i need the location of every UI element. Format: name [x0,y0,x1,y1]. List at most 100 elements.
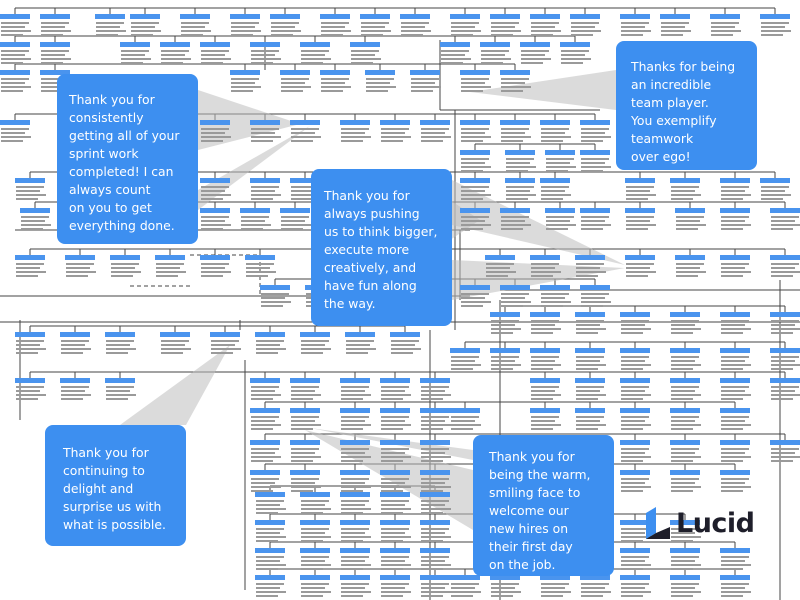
org-card [545,150,576,172]
callout-delight: Thank you for continuing to delight and … [45,425,186,546]
callout-pointer [120,345,230,425]
org-card [460,150,491,172]
org-card [625,208,656,230]
org-card [290,470,321,492]
org-card [250,178,281,200]
org-card [500,208,531,230]
callout-team-player: Thanks for being an incredible team play… [616,41,757,170]
org-card [340,440,371,462]
org-card [620,408,651,430]
org-card [290,378,321,400]
lucid-logo-icon [646,507,670,539]
org-card [450,14,481,36]
org-card [380,408,411,430]
callout-pointer [470,70,616,110]
org-card [560,42,591,64]
org-card [15,255,46,277]
org-card [575,348,606,370]
org-card [540,285,571,307]
org-card [500,285,531,307]
org-card [770,312,800,334]
org-card [720,208,751,230]
org-card [720,312,751,334]
org-card [180,14,211,36]
callout-team-player-text: Thanks for being an incredible team play… [631,59,736,164]
org-card [760,178,791,200]
org-card [230,70,261,92]
org-card [200,208,231,230]
callout-delight-text: Thank you for continuing to delight and … [63,445,166,532]
org-card [580,575,611,597]
org-card [320,70,351,92]
org-card [460,208,491,230]
org-card [360,14,391,36]
callout-sprint: Thank you for consistently getting all o… [57,74,198,244]
org-card [0,120,31,142]
org-card [105,332,136,354]
org-card [40,42,71,64]
org-card [670,575,701,597]
org-card [670,348,701,370]
org-card [250,408,281,430]
org-card [720,348,751,370]
org-card [200,178,231,200]
org-card [320,14,351,36]
org-card [0,42,31,64]
org-card [255,332,286,354]
org-card [575,312,606,334]
org-card [460,120,491,142]
org-card [770,440,800,462]
org-card [420,492,451,514]
org-card [520,42,551,64]
org-card [120,42,151,64]
org-card [200,42,231,64]
org-card [250,470,281,492]
org-card [490,312,521,334]
org-card [230,14,261,36]
org-card [485,255,516,277]
callout-warm-face-text: Thank you for being the warm, smiling fa… [489,449,591,572]
org-card [530,312,561,334]
org-card [250,378,281,400]
org-card [110,255,141,277]
org-card [625,255,656,277]
org-card [365,70,396,92]
org-card [770,208,800,230]
org-card [620,440,651,462]
org-card [670,520,701,542]
org-card [670,312,701,334]
org-card [380,520,411,542]
callout-pointer [452,180,625,265]
org-card [210,332,241,354]
org-card [545,208,576,230]
org-card [530,408,561,430]
org-card [300,492,331,514]
org-card [670,178,701,200]
org-card [340,120,371,142]
org-card [575,408,606,430]
org-card [420,548,451,570]
org-card [500,120,531,142]
org-card [345,332,376,354]
org-card [380,378,411,400]
org-card [105,378,136,400]
org-card [160,332,191,354]
org-card [250,120,281,142]
org-card [460,70,491,92]
org-card [20,208,51,230]
org-card [770,255,800,277]
org-card [60,378,91,400]
callout-warm-face: Thank you for being the warm, smiling fa… [473,435,614,576]
org-cards [0,14,800,597]
org-card [575,255,606,277]
org-card [540,575,571,597]
callout-sprint-text: Thank you for consistently getting all o… [69,92,180,233]
org-card [420,520,451,542]
org-card [420,470,451,492]
org-card [490,575,521,597]
org-card [670,408,701,430]
org-card [300,575,331,597]
org-card [40,70,71,92]
org-card [770,378,800,400]
